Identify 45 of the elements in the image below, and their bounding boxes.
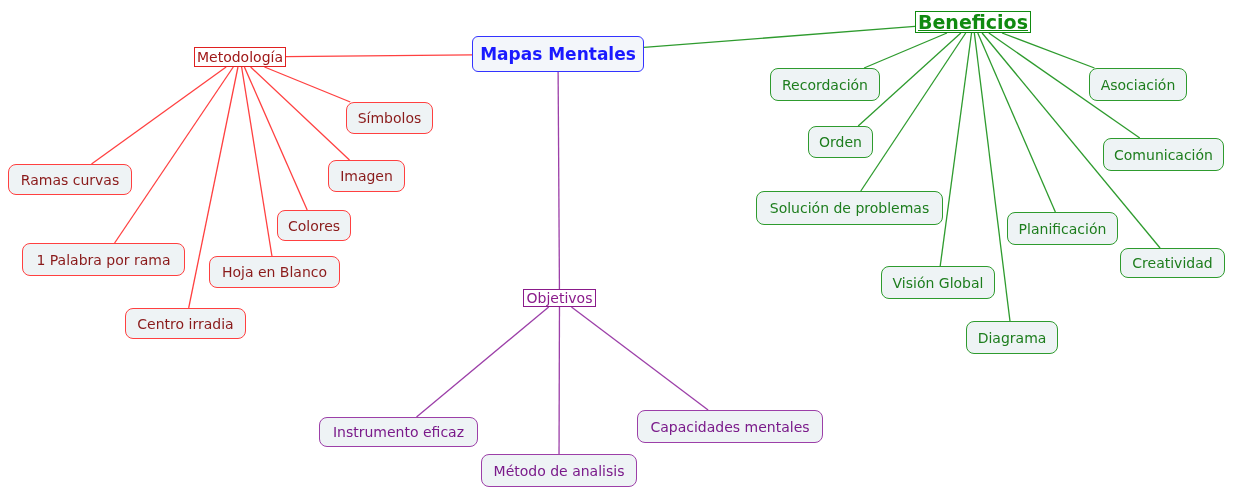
topic-box: Capacidades mentales [637, 410, 823, 443]
topic-box: Método de analisis [481, 454, 637, 487]
connector-line [981, 32, 1161, 249]
connector-line [857, 32, 962, 127]
connector-line [285, 54, 473, 58]
central-topic-box: Mapas Mentales [472, 36, 644, 72]
topic-box: Símbolos [346, 102, 433, 134]
connector-line [643, 25, 916, 48]
connector-line [939, 32, 973, 267]
branch-topic-box: Beneficios [915, 11, 1031, 33]
connector-line [973, 32, 1011, 322]
topic-box: Solución de problemas [756, 191, 943, 225]
connector-line [263, 66, 351, 103]
topic-box: Colores [277, 210, 351, 241]
topic-box: Planificación [1007, 212, 1118, 245]
topic-box: Ramas curvas [8, 164, 132, 195]
connector-line [863, 32, 948, 69]
connector-line [113, 66, 234, 244]
connector-line [90, 66, 227, 165]
connector-line [240, 66, 273, 257]
topic-box: Diagrama [966, 321, 1058, 354]
topic-box: Imagen [328, 160, 405, 192]
topic-box: Creatividad [1120, 248, 1225, 278]
connector-line [415, 306, 550, 418]
connector-line [557, 71, 561, 290]
topic-box: Orden [808, 126, 873, 158]
connector-line [250, 66, 351, 161]
branch-topic-box: Metodología [194, 47, 286, 67]
topic-box: Asociación [1089, 68, 1187, 101]
connector-line [188, 66, 239, 309]
topic-box: Visión Global [881, 266, 995, 299]
branch-topic-box: Objetivos [523, 289, 596, 307]
topic-box: Comunicación [1103, 138, 1224, 171]
connector-line [570, 306, 709, 411]
topic-box: Hoja en Blanco [209, 256, 340, 288]
connector-line [1001, 32, 1096, 69]
connector-line [243, 66, 308, 211]
topic-box: Recordación [770, 68, 880, 101]
topic-box: 1 Palabra por rama [22, 243, 185, 276]
connector-line [860, 32, 967, 192]
topic-box: Centro irradia [125, 308, 246, 339]
connector-line [558, 306, 561, 455]
connector-line [977, 32, 1056, 213]
topic-box: Instrumento eficaz [319, 417, 478, 447]
connector-line [988, 32, 1141, 139]
